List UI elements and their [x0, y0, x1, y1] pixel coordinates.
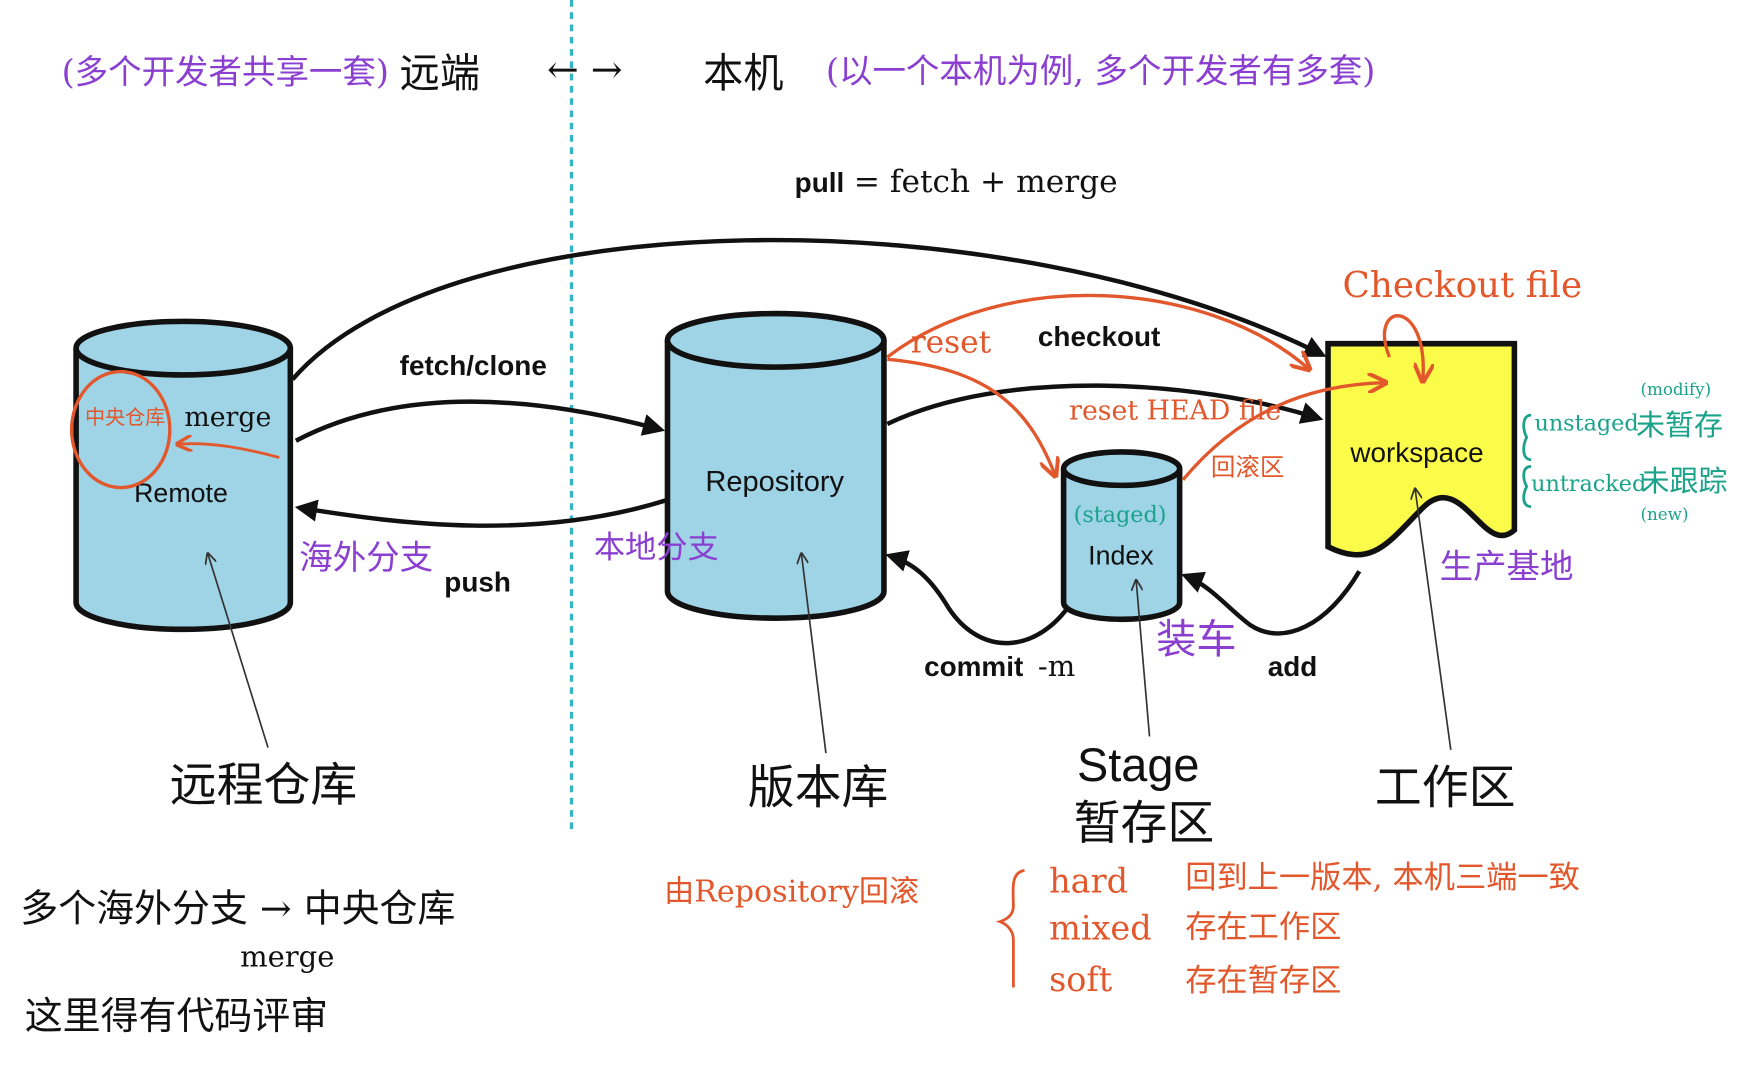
not-tracked-label: 未跟踪 — [1640, 464, 1727, 498]
checkout-arrow — [886, 383, 1324, 427]
mixed-mode: mixed — [1049, 909, 1152, 948]
hard-mode-desc: 回到上一版本, 本机三端一致 — [1185, 860, 1580, 896]
repository-cylinder — [664, 310, 887, 621]
central-repo-circle — [69, 369, 172, 490]
repository-caption-pointer — [801, 553, 827, 754]
local-branch-label: 本地分支 — [594, 530, 719, 566]
header-local-machine: 本机 — [703, 51, 783, 97]
pull-label: pull — [795, 167, 845, 198]
reset-head-file-arrow — [1181, 383, 1384, 481]
unstaged-label: unstaged — [1534, 411, 1638, 437]
header-multi-dev-shared: (多个开发者共享一套) — [62, 53, 389, 92]
overseas-branch-label: 海外分支 — [299, 538, 433, 577]
local-repo-caption: 版本库 — [748, 761, 889, 813]
checkout-file-label: Checkout file — [1343, 265, 1583, 306]
reset-head-file-label: reset HEAD file — [1069, 396, 1281, 427]
repository-label: Repository — [705, 466, 844, 498]
workspace-document — [1325, 340, 1518, 558]
soft-mode: soft — [1049, 960, 1113, 999]
rollback-area-label: 回滚区 — [1211, 452, 1285, 481]
add-arrow — [1181, 570, 1362, 636]
unstaged-brace — [1522, 413, 1532, 462]
shipping-label: 装车 — [1156, 617, 1236, 663]
push-label: push — [444, 566, 511, 597]
merge-into-central-arrow — [179, 444, 280, 459]
commit-arrow — [885, 550, 1074, 646]
commit-label: commit — [924, 651, 1023, 682]
reset-label: reset — [911, 325, 992, 361]
header-remote-end: 远端 — [400, 51, 480, 97]
work-area-caption: 工作区 — [1375, 761, 1516, 813]
commit-flag: -m — [1038, 649, 1075, 683]
header-arrows: ← → — [547, 48, 623, 92]
code-review-note: 这里得有代码评审 — [25, 994, 328, 1038]
workspace-label: workspace — [1349, 437, 1483, 468]
index-cylinder — [1060, 449, 1183, 623]
untracked-label: untracked — [1531, 471, 1646, 497]
workspace-caption-pointer — [1415, 489, 1452, 750]
checkout-file-reset-arrow — [886, 293, 1308, 368]
modify-label: (modify) — [1640, 379, 1711, 399]
soft-mode-desc: 存在暂存区 — [1185, 963, 1341, 999]
remote-repo-caption: 远程仓库 — [170, 759, 357, 811]
add-label: add — [1268, 651, 1318, 682]
push-arrow — [294, 497, 669, 528]
remote-caption-pointer — [208, 553, 269, 748]
reset-mode-brace — [995, 868, 1025, 988]
remote-cylinder — [73, 318, 294, 633]
pull-arrow — [290, 237, 1327, 381]
new-label: (new) — [1640, 504, 1688, 524]
stage-caption-en: Stage — [1077, 739, 1199, 791]
index-label: Index — [1088, 541, 1154, 571]
staged-label: (staged) — [1074, 502, 1167, 528]
remote-label: Remote — [134, 478, 228, 508]
checkout-label: checkout — [1038, 321, 1160, 352]
not-stashed-label: 未暂存 — [1636, 408, 1723, 442]
central-repo-label: 中央仓库 — [85, 405, 165, 429]
merge-note: merge — [240, 939, 334, 973]
header-one-machine-note: (以一个本机为例, 多个开发者有多套) — [826, 52, 1375, 91]
checkout-file-loop-arrow — [1382, 314, 1424, 380]
stage-caption-zh: 暂存区 — [1074, 797, 1215, 849]
remote-merge-label: merge — [184, 402, 271, 433]
mixed-mode-desc: 存在工作区 — [1185, 909, 1341, 945]
repository-rollback-note: 由Repository回滚 — [664, 875, 919, 910]
hard-mode: hard — [1049, 862, 1128, 901]
fetch-clone-label: fetch/clone — [400, 350, 547, 381]
production-base-label: 生产基地 — [1440, 547, 1574, 586]
overseas-to-central-note: 多个海外分支 → 中央仓库 — [20, 887, 455, 931]
fetch-clone-arrow — [294, 399, 666, 443]
pull-formula: = fetch + merge — [854, 164, 1118, 200]
reset-to-index-arrow — [887, 357, 1054, 474]
index-caption-pointer — [1136, 580, 1151, 737]
untracked-brace — [1522, 465, 1532, 508]
